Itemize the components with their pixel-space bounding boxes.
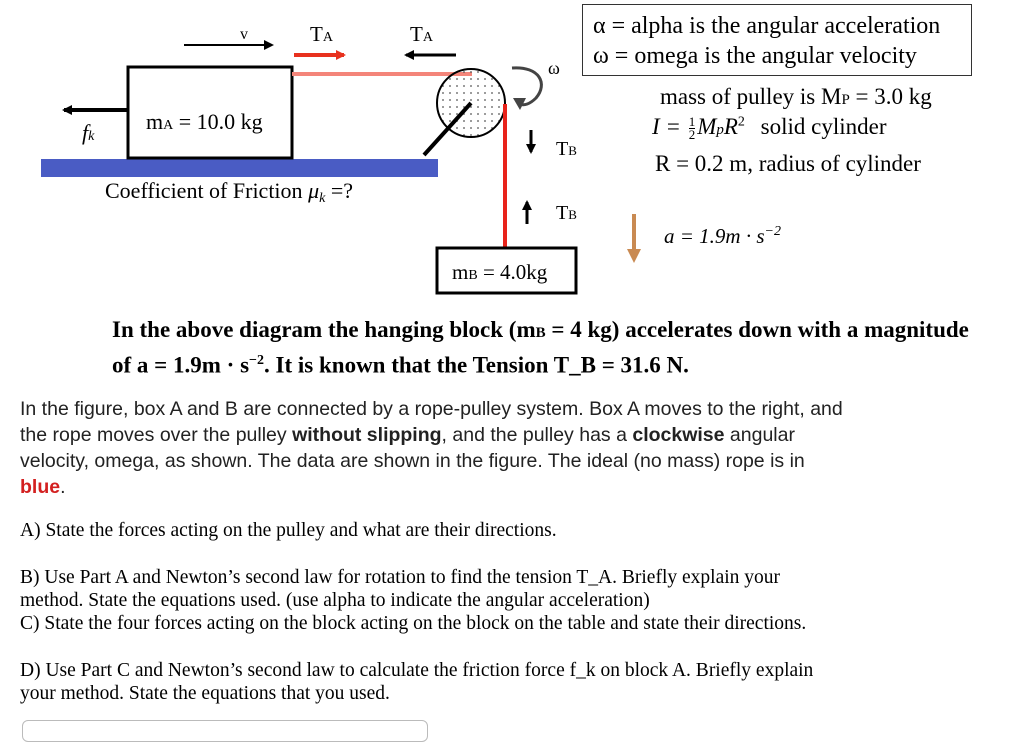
omega-arrow xyxy=(511,66,543,107)
problem-description: In the figure, box A and B are connected… xyxy=(20,398,843,498)
tension-b-upper-label: TB xyxy=(556,138,577,160)
legend-omega: ω = omega is the angular velocity xyxy=(593,43,917,69)
block-a xyxy=(126,65,294,160)
question-c: C) State the four forces acting on the b… xyxy=(20,613,807,634)
question-b: B) Use Part A and Newton’s second law fo… xyxy=(20,567,781,611)
legend-box: α = alpha is the angular acceleration ω … xyxy=(582,4,972,76)
pulley-inertia: I = 1 2 MpR2 solid cylinder xyxy=(652,114,887,143)
friction-label: fk xyxy=(82,120,95,145)
diagram-caption: In the above diagram the hanging block (… xyxy=(112,317,969,378)
omega-label: ω xyxy=(548,58,560,78)
tension-a-left-label: TA xyxy=(410,22,434,46)
velocity-label: v xyxy=(240,26,248,43)
question-a: A) State the forces acting on the pulley… xyxy=(20,520,557,541)
acceleration-label: a = 1.9m · s−2 xyxy=(664,224,781,248)
tension-a-right-label: TA xyxy=(310,22,334,46)
legend-alpha: α = alpha is the angular acceleration xyxy=(593,13,941,39)
answer-input-edge[interactable] xyxy=(22,720,428,742)
block-a-label: mA = 10.0 kg xyxy=(146,109,263,134)
pulley-support xyxy=(422,101,473,157)
physics-diagram: mA = 10.0 kg ω mB = 4.0kg v TA TA fk TB … xyxy=(41,22,781,295)
table-surface xyxy=(41,159,438,177)
block-b-label: mB = 4.0kg xyxy=(452,260,548,284)
friction-coefficient-label: Coefficient of Friction μk =? xyxy=(105,178,353,206)
block-b xyxy=(435,246,578,295)
tension-b-lower-label: TB xyxy=(556,202,577,224)
question-d: D) Use Part C and Newton’s second law to… xyxy=(20,660,814,704)
pulley-mass: mass of pulley is MP = 3.0 kg xyxy=(660,84,932,109)
pulley-radius: R = 0.2 m, radius of cylinder xyxy=(655,151,921,176)
omega-arrowhead xyxy=(513,98,526,110)
